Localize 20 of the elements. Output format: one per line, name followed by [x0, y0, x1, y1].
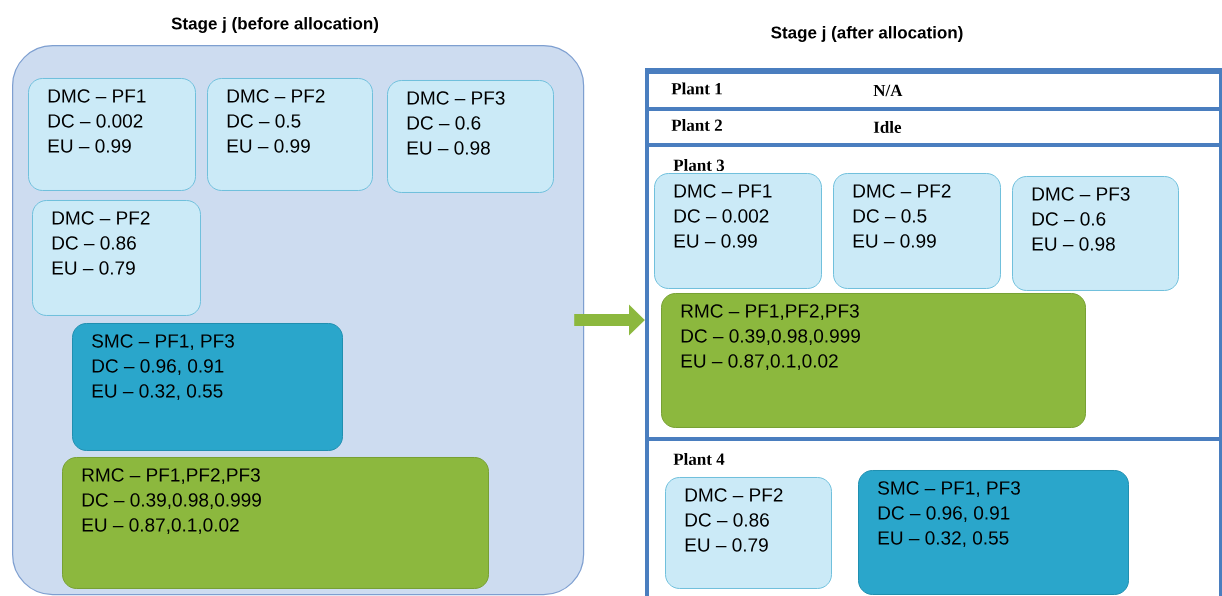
plant-status: N/A	[873, 84, 903, 97]
plant-label: Plant 4	[673, 453, 725, 465]
plant-label: Plant 3	[673, 159, 725, 171]
box-text: DMC – PF1 DC – 0.002 EU – 0.99	[48, 89, 146, 153]
box-text: DMC – PF2 DC – 0.5 EU – 0.99	[853, 184, 951, 248]
box-text: DMC – PF2 DC – 0.86 EU – 0.79	[52, 211, 150, 275]
box-text: DMC – PF2 DC – 0.5 EU – 0.99	[227, 89, 325, 153]
box-text: RMC – PF1,PF2,PF3 DC – 0.39,0.98,0.999 EU – 0.87,0.1,0.02	[681, 304, 860, 370]
box-text: RMC – PF1,PF2,PF3 DC – 0.39,0.98,0.999 EU – 0.87,0.1,0.02	[82, 468, 261, 534]
plant-label: Plant 2	[671, 119, 722, 131]
box-text: DMC – PF1 DC – 0.002 EU – 0.99	[674, 184, 772, 248]
box-text: DMC – PF2 DC – 0.86 EU – 0.79	[685, 488, 783, 552]
box-text: SMC – PF1, PF3 DC – 0.96, 0.91 EU – 0.32, 0.55	[878, 481, 1020, 547]
panel-heading: Stage j (after allocation)	[771, 26, 963, 42]
plant-status: Idle	[873, 121, 902, 133]
box-text: DMC – PF3 DC – 0.6 EU – 0.98	[407, 91, 505, 155]
plant-label: Plant 1	[671, 82, 722, 95]
box-text: SMC – PF1, PF3 DC – 0.96, 0.91 EU – 0.32, 0.55	[92, 334, 234, 400]
box-text: DMC – PF3 DC – 0.6 EU – 0.98	[1032, 187, 1130, 251]
panel-heading: Stage j (before allocation)	[171, 17, 379, 33]
